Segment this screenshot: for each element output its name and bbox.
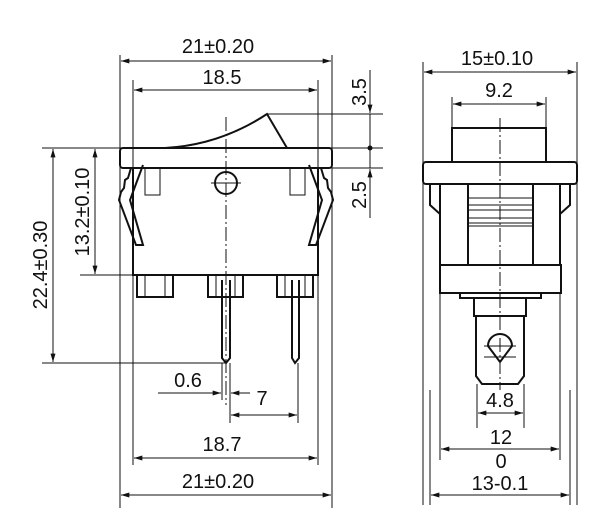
front-view: 21±0.20 18.5 3.5 2.5 22.4±0.30 13.2±0.10… [30,36,383,508]
label-pin-pitch: 7 [256,388,267,410]
label-overall-width-top: 21±0.20 [182,36,254,58]
label-body-width: 12 [490,427,512,449]
label-pin-thickness: 0.6 [174,370,202,392]
rocker-actuator [164,112,288,149]
label-base-width: 18.7 [203,434,242,456]
label-terminal-width: 4.8 [486,390,514,412]
label-body-height: 13.2±0.10 [72,168,94,257]
label-side-overall-width: 15±0.10 [461,48,533,70]
label-rocker-height: 3.5 [349,78,371,106]
label-side-rocker-width: 9.2 [485,80,513,102]
label-cutout-tolerance: 0 [495,451,506,473]
label-overall-height: 22.4±0.30 [30,221,52,310]
side-view: 15±0.10 9.2 4.8 12 0 13-0.1 [422,48,578,505]
label-rocker-width: 18.5 [203,67,242,89]
snap-spring-right [307,164,335,246]
terminal-bases [136,275,314,298]
pin-2 [291,280,300,365]
snap-spring-left [117,164,145,246]
label-cutout-width: 13-0.1 [472,473,529,495]
side-rocker [451,127,547,163]
label-flange-thickness: 2.5 [349,181,371,209]
datum-dot [367,145,373,151]
label-overall-width-bottom: 21±0.20 [182,471,254,493]
